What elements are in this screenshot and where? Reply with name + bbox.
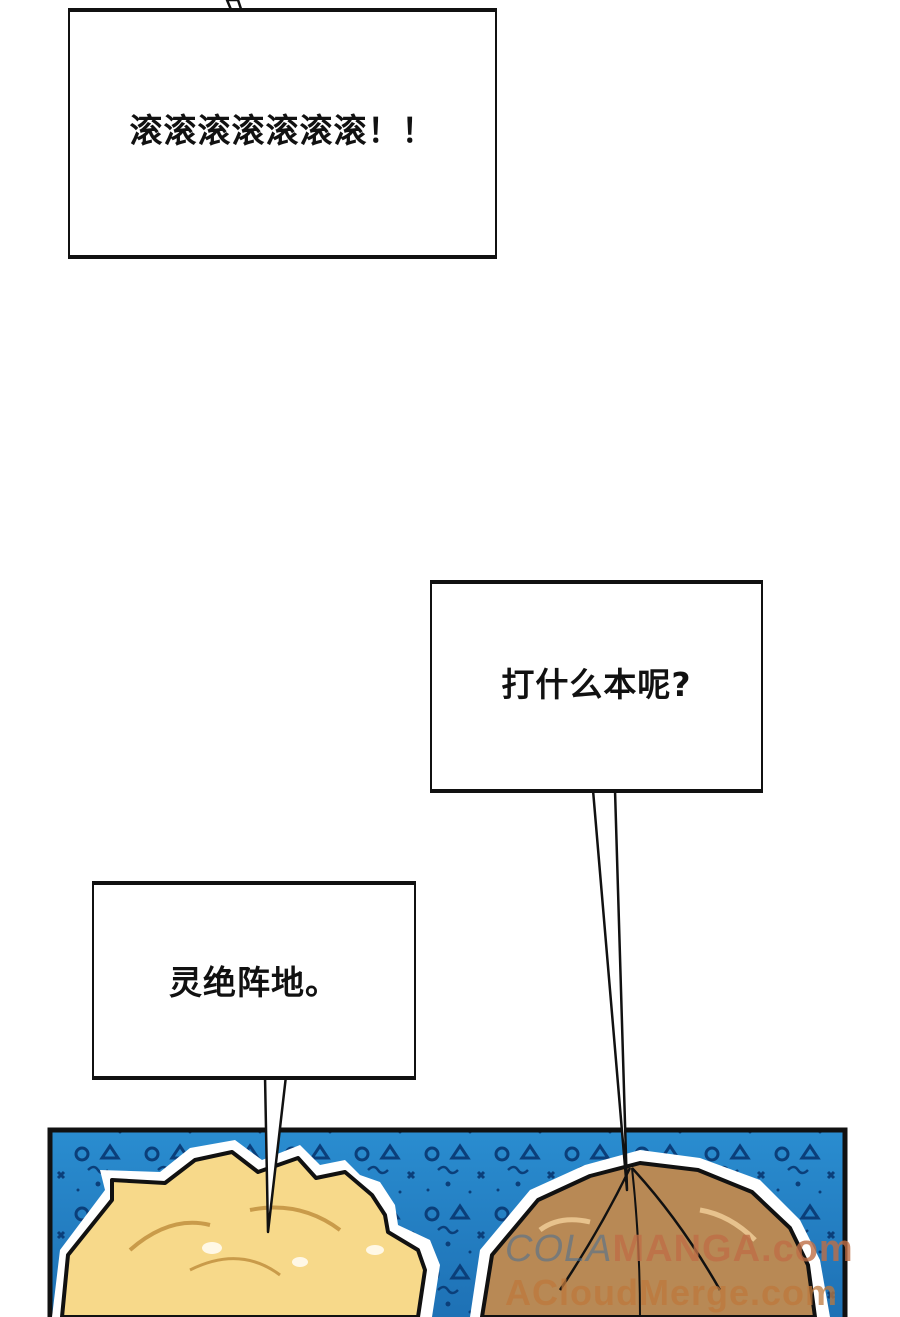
watermark-main: MANGA xyxy=(612,1228,762,1270)
speech-bubble-shout: 滚滚滚滚滚滚滚！！ xyxy=(68,8,497,259)
answer-text: 灵绝阵地。 xyxy=(169,962,339,1002)
speech-bubble-answer: 灵绝阵地。 xyxy=(92,881,416,1080)
watermark-bottom: ACloudMerge.com xyxy=(505,1272,839,1313)
watermark-suffix: .com xyxy=(761,1228,854,1270)
question-text: 打什么本呢? xyxy=(501,664,692,704)
brown-character-hair xyxy=(470,1150,830,1317)
watermark-top: COLAMANGA.com xyxy=(505,1228,854,1271)
blonde-character-hair xyxy=(52,1140,440,1317)
shout-text: 滚滚滚滚滚滚滚！！ xyxy=(129,110,436,150)
site-watermark: COLAMANGA.com ACloudMerge.com xyxy=(505,1228,900,1317)
speech-bubble-question: 打什么本呢? xyxy=(430,580,763,793)
watermark-prefix: COLA xyxy=(505,1228,613,1270)
